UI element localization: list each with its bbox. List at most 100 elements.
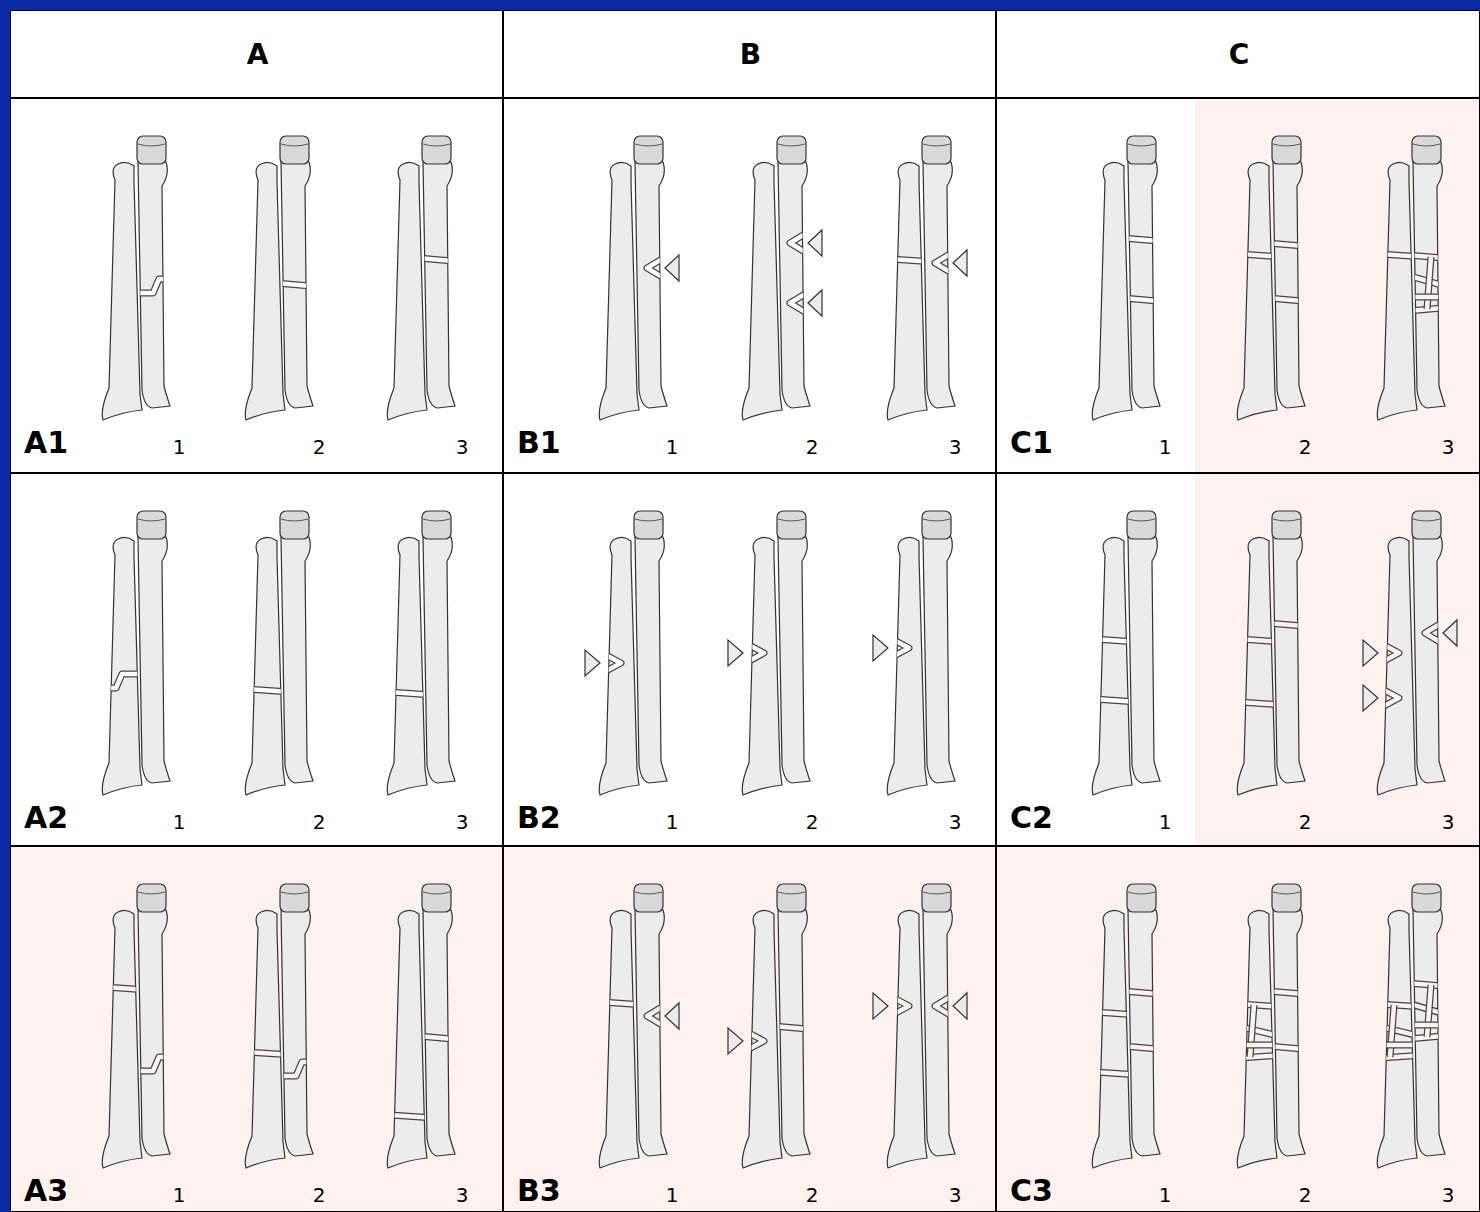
subgroup-number: 3	[456, 437, 469, 457]
bone-fragment	[808, 230, 822, 256]
column-letter: A	[247, 41, 269, 69]
joint-line	[281, 892, 308, 894]
classification-cell: A1123	[10, 98, 503, 473]
fracture-gap	[233, 1051, 291, 1055]
fracture-gap	[417, 1036, 465, 1040]
joint-line	[423, 144, 450, 146]
fracture-gap	[132, 1057, 180, 1071]
group-code: B2	[517, 803, 561, 833]
bone-fragment	[808, 290, 822, 316]
fracture-line	[1250, 1005, 1254, 1057]
joint-line	[635, 892, 662, 894]
joint-line	[138, 519, 165, 521]
table-ground	[10, 10, 1480, 1212]
bone-shaft	[1128, 162, 1160, 408]
fracture-line	[1122, 298, 1170, 302]
fracture-line	[90, 986, 148, 990]
group-code: A3	[24, 1176, 68, 1206]
forearm-figure	[245, 136, 323, 420]
column-header-cell: C	[996, 10, 1480, 98]
bone-shaft	[923, 910, 955, 1156]
fracture-gap	[1225, 253, 1283, 257]
fracture-line	[1080, 638, 1138, 642]
column-header-cell: B	[503, 10, 996, 98]
bone-shaft	[423, 537, 455, 783]
fracture-gap	[1080, 698, 1138, 702]
bone-head	[922, 884, 951, 912]
subgroup-number: 1	[666, 812, 679, 832]
bone-fragment	[585, 650, 600, 676]
bone-shaft	[1377, 910, 1417, 1168]
bone-shaft	[887, 910, 927, 1168]
joint-line	[1273, 144, 1300, 146]
fracture-line	[1080, 698, 1138, 702]
bone-shaft	[1413, 537, 1445, 783]
bone-head	[777, 136, 806, 164]
fracture-line	[1225, 701, 1283, 705]
fracture-line	[233, 688, 291, 692]
fracture-line	[132, 279, 180, 293]
fracture-gap	[1427, 257, 1431, 309]
bone-shaft	[1237, 537, 1277, 795]
bone-shaft	[778, 162, 810, 408]
fracture-line	[1427, 257, 1431, 309]
fracture-gap	[417, 258, 465, 262]
bone-head	[634, 136, 663, 164]
bone-head	[1127, 511, 1156, 539]
bone-head	[422, 136, 451, 164]
column-letter: B	[740, 41, 761, 69]
classification-cell: B3123	[503, 846, 996, 1212]
column-letter: C	[1229, 41, 1250, 69]
bone-shaft	[387, 910, 427, 1168]
joint-line	[138, 144, 165, 146]
bone-shaft	[281, 537, 313, 783]
forearm-figure	[1092, 136, 1170, 420]
bone-shaft	[1377, 162, 1417, 420]
forearm-figure	[875, 136, 967, 420]
bone-shaft	[599, 910, 639, 1168]
fracture-gap	[1080, 1011, 1138, 1015]
bone-head	[280, 136, 309, 164]
fracture-line	[90, 674, 148, 688]
joint-line	[138, 892, 165, 894]
group-code: B3	[517, 1176, 561, 1206]
joint-line	[923, 892, 950, 894]
bone-head	[1272, 884, 1301, 912]
fracture-line	[1365, 253, 1423, 257]
classification-cell: C3123	[996, 846, 1480, 1212]
fracture-line	[1407, 1035, 1455, 1039]
subgroup-number: 2	[313, 812, 326, 832]
bone-shaft	[1237, 162, 1277, 420]
group-code: C3	[1010, 1176, 1053, 1206]
subgroup-number: 2	[313, 1185, 326, 1205]
bone-shaft	[887, 537, 927, 795]
subgroup-number: 3	[456, 1185, 469, 1205]
bone-shaft	[778, 537, 810, 783]
fracture-gap	[1427, 985, 1431, 1037]
fracture-line	[1267, 991, 1315, 995]
subgroup-number: 1	[173, 1185, 186, 1205]
fracture-gap	[132, 279, 180, 293]
forearm-figure	[587, 884, 679, 1168]
fracture-gap	[1225, 638, 1283, 642]
bone-head	[1127, 136, 1156, 164]
fracture-gap	[1122, 991, 1170, 995]
subgroup-number: 3	[1442, 437, 1455, 457]
bone-shaft	[245, 537, 285, 795]
highlight-region	[1195, 98, 1480, 846]
fracture-gap	[875, 258, 933, 262]
fracture-line	[1225, 253, 1283, 257]
bone-fragment	[665, 1003, 679, 1029]
group-code: C1	[1010, 428, 1053, 458]
bone-shaft	[102, 162, 142, 420]
classification-cell: A3 1 2 3	[10, 846, 503, 1212]
fracture-gap	[587, 1001, 645, 1005]
group-code: A2	[24, 803, 68, 833]
bone-shaft	[1237, 910, 1277, 1168]
bone-fragment	[873, 993, 888, 1019]
bone-head	[634, 511, 663, 539]
classification-cell: C1123	[996, 98, 1480, 473]
joint-line	[423, 519, 450, 521]
fracture-gap	[90, 674, 148, 688]
bone-head	[137, 884, 166, 912]
